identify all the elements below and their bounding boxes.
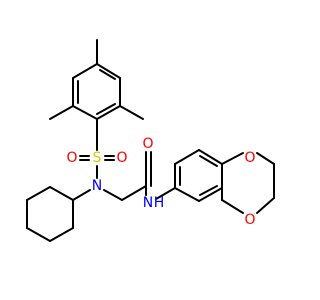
bond-dioxane-4 [256, 197, 275, 214]
bond-amide-aryl [155, 187, 176, 200]
bond-ring-a-inner-2 [96, 103, 116, 115]
chemical-structure-diagram: O S O N O N H O O [26, 39, 275, 242]
bond-ring-a-6 [72, 63, 98, 79]
bond-ring-b-inner-2 [199, 155, 218, 167]
bond-dioxane-5 [221, 199, 244, 214]
atom-oxygen-carbonyl: O [142, 136, 153, 152]
bond-cyclohexyl-2 [49, 227, 74, 242]
bond-nitrogen-cyclohexyl [72, 189, 91, 201]
bond-cyclohexyl-6 [49, 186, 74, 201]
atom-nitrogen-sulfonamide: N [92, 178, 102, 194]
bond-cyclohexyl-3 [26, 227, 51, 242]
bond-ring-b-2 [174, 149, 200, 165]
bond-ring-a-4 [72, 105, 98, 120]
atom-oxygen-dioxane-bottom: O [244, 212, 255, 228]
bond-ring-a-inner-1 [99, 69, 116, 80]
bond-nitrogen-methylene [103, 189, 123, 201]
bond-methylene-carbonyl [121, 185, 147, 201]
bond-dioxane-1 [221, 152, 244, 165]
bond-methyl-left [49, 105, 74, 120]
bond-ring-b-6 [174, 187, 200, 202]
bond-methyl-right [119, 105, 144, 120]
bond-ring-a-1 [96, 63, 121, 79]
bond-ring-a-3 [96, 105, 121, 120]
bond-ring-b-inner-3 [199, 185, 218, 196]
atom-hydrogen-amide: H [154, 195, 165, 211]
bond-ring-b-3 [198, 149, 223, 165]
bond-dioxane-2 [256, 152, 275, 165]
atom-oxygen-sulfonyl-left: O [66, 150, 77, 166]
bond-cyclohexyl-5 [26, 186, 51, 201]
atom-nitrogen-amide: N [143, 195, 153, 211]
atom-oxygen-dioxane-top: O [244, 150, 255, 166]
atom-oxygen-sulfonyl-right: O [116, 150, 127, 166]
atom-sulfur: S [93, 150, 102, 166]
bond-lines [26, 39, 275, 242]
bond-ring-b-5 [198, 187, 223, 202]
